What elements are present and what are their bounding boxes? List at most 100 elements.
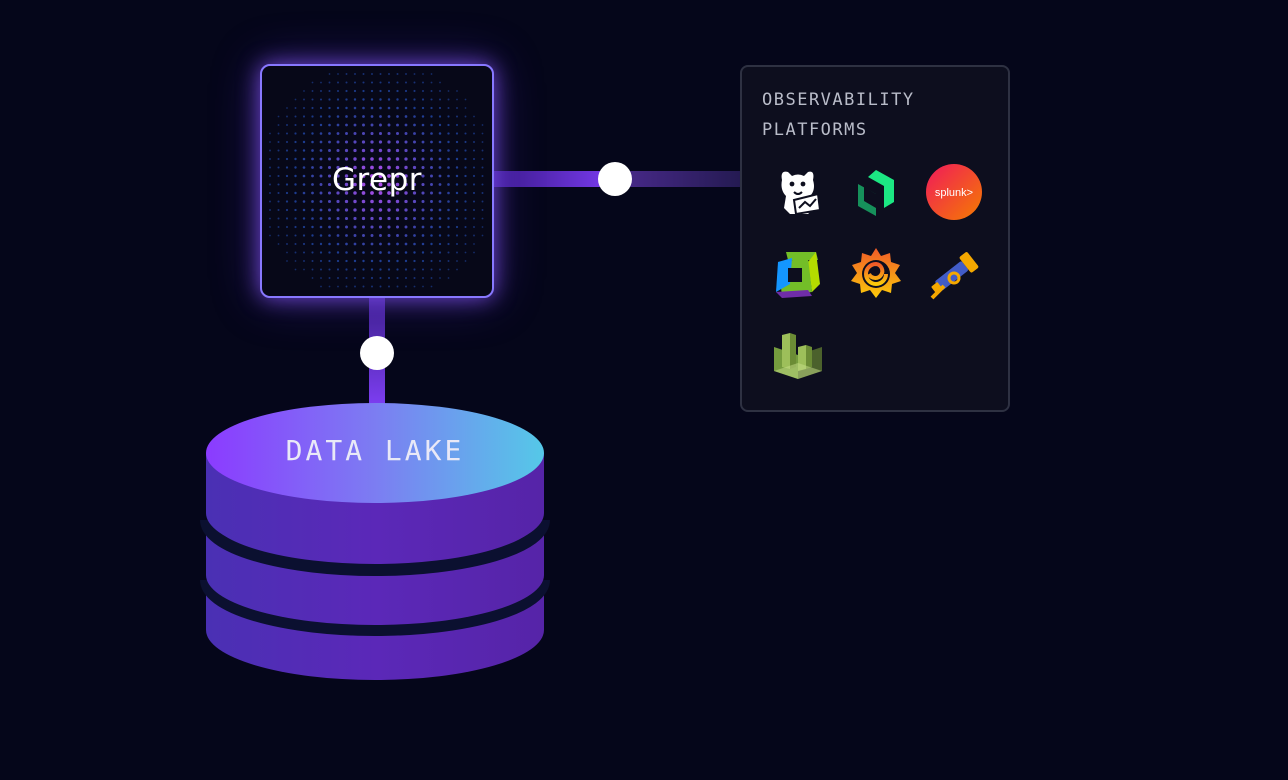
grid-dot (362, 115, 365, 118)
grid-dot (481, 183, 484, 186)
grid-dot (464, 191, 467, 195)
grid-dot (370, 182, 374, 187)
grid-dot (396, 285, 399, 288)
grid-dot (362, 89, 365, 93)
grid-dot (311, 166, 314, 169)
grid-dot (387, 268, 391, 271)
grid-dot (285, 149, 289, 152)
grid-dot (345, 81, 348, 84)
grid-dot (473, 124, 475, 126)
grid-dot (438, 234, 442, 237)
grid-dot (344, 216, 349, 221)
grid-dot (336, 148, 340, 153)
grid-dot (336, 251, 340, 254)
grid-dot (353, 132, 357, 135)
grid-dot (370, 140, 374, 144)
grid-dot (294, 217, 297, 220)
grid-dot (472, 174, 476, 178)
grid-dot (319, 106, 323, 110)
grid-dot (294, 242, 297, 246)
grid-dot (319, 251, 323, 254)
grid-dot (481, 192, 484, 194)
grid-dot (387, 140, 391, 144)
grid-dot (472, 183, 476, 186)
grid-dot (378, 165, 383, 170)
grid-dot (353, 148, 357, 153)
grid-dot (345, 106, 348, 110)
grid-dot (362, 98, 365, 101)
grid-dot (455, 166, 459, 169)
grid-dot (438, 157, 442, 161)
observability-platforms-panel: OBSERVABILITY PLATFORMS splunk> (740, 65, 1010, 412)
grid-dot (327, 199, 332, 204)
grid-dot (294, 208, 297, 212)
grid-dot (438, 98, 442, 101)
grid-dot (285, 132, 289, 135)
grid-dot (370, 157, 374, 161)
grid-dot (353, 276, 357, 280)
grid-dot (361, 182, 366, 187)
grid-dot (387, 259, 391, 263)
grid-dot (413, 276, 416, 280)
grid-dot (345, 132, 348, 135)
grid-dot (412, 208, 417, 212)
grid-dot (361, 191, 366, 195)
grid-dot (438, 140, 442, 144)
grid-dot (277, 243, 280, 245)
grid-dot (344, 182, 349, 187)
grid-dot (404, 81, 408, 84)
grid-dot (345, 276, 348, 280)
grid-dot (362, 81, 365, 84)
grid-dot (294, 225, 297, 229)
grid-dot (438, 208, 442, 212)
grid-dot (361, 148, 366, 153)
grid-dot (404, 208, 408, 212)
grid-dot (319, 191, 323, 195)
grid-dot (362, 285, 365, 288)
grid-dot (395, 199, 400, 204)
grid-dot (361, 140, 366, 144)
grid-dot (405, 73, 407, 75)
grid-dot (430, 90, 433, 92)
grid-dot (320, 285, 322, 288)
grid-dot (294, 268, 297, 271)
grid-dot (404, 199, 408, 204)
grid-dot (311, 259, 314, 263)
cloudwatch-icon (774, 333, 822, 379)
grid-dot (320, 81, 322, 84)
grid-dot (422, 81, 424, 84)
grid-dot (421, 140, 425, 144)
grid-dot (395, 225, 400, 229)
grid-dot (344, 199, 349, 204)
grid-dot (472, 217, 476, 220)
grid-dot (303, 98, 305, 101)
grid-dot (319, 123, 323, 127)
grid-dot (311, 157, 314, 161)
grid-dot (396, 115, 399, 118)
telescope-icon (930, 252, 979, 300)
grid-dot (286, 124, 288, 126)
dynatrace-icon (776, 252, 820, 298)
grid-dot (285, 191, 289, 195)
grid-dot (336, 199, 340, 204)
grid-dot (379, 106, 382, 110)
grid-dot (412, 157, 417, 161)
grid-dot (302, 157, 306, 161)
grid-dot (336, 157, 340, 161)
grid-dot (455, 225, 459, 229)
grid-dot (412, 199, 417, 204)
grid-dot (456, 90, 458, 92)
grid-dot (455, 132, 459, 135)
grid-dot (430, 217, 433, 220)
grid-dot (413, 81, 416, 84)
grid-dot (412, 191, 417, 195)
grid-dot (379, 242, 382, 246)
grid-dot (396, 268, 399, 271)
grid-dot (362, 251, 365, 254)
grid-dot (370, 259, 374, 263)
grid-dot (438, 242, 442, 246)
grid-dot (311, 225, 314, 229)
connector-to-platforms (493, 171, 615, 187)
grid-dot (336, 234, 340, 237)
grid-dot (404, 268, 408, 271)
